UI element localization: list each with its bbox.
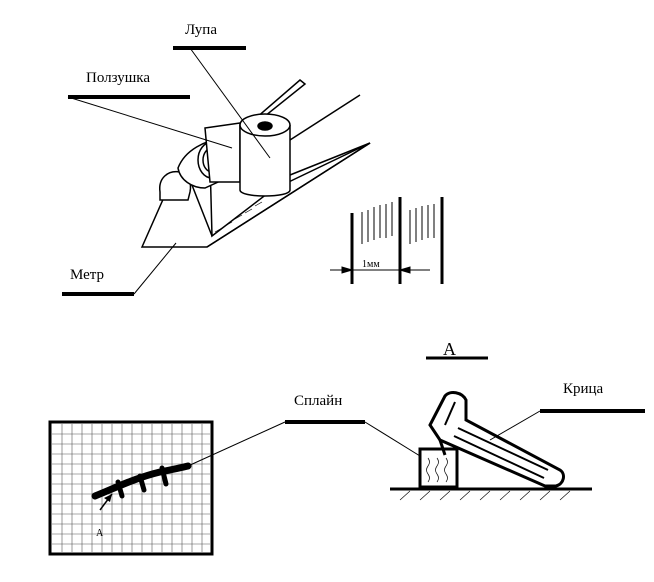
loupe-callout: Лупа	[173, 22, 271, 159]
meter-callout: Метр	[62, 242, 177, 296]
spline-curve	[91, 462, 192, 500]
meter-assembly	[140, 79, 371, 248]
slider-bracket	[204, 122, 241, 183]
loupe-body	[239, 125, 291, 197]
scale-ticks	[361, 202, 435, 244]
loupe-lens-icon	[257, 121, 273, 131]
arrow-left-icon	[341, 266, 354, 274]
view-a-title: А	[426, 339, 488, 360]
spline-section-block	[418, 447, 459, 489]
scale-detail: 1мм	[330, 197, 444, 284]
spline-label: Сплайн	[294, 393, 342, 409]
block-hatch	[426, 457, 448, 483]
arrow-right-icon	[398, 266, 411, 274]
slider-label: Ползушка	[86, 70, 150, 86]
spline-weights	[115, 465, 169, 499]
meter-hatch	[214, 201, 263, 233]
meter-label: Метр	[70, 267, 104, 283]
grid-board: А	[48, 420, 214, 556]
spline-callout: Сплайн	[187, 393, 421, 467]
ground-hatch	[399, 490, 571, 501]
scale-1mm-label: 1мм	[362, 259, 380, 270]
lid-callout: Крица	[489, 381, 645, 441]
grid-lines	[52, 424, 210, 552]
lid-label: Крица	[563, 381, 604, 397]
view-a-label: А	[443, 339, 456, 359]
slider-callout: Ползушка	[67, 70, 233, 149]
view-a-section	[390, 391, 592, 501]
loupe-label: Лупа	[185, 22, 217, 38]
detail-a-label: А	[96, 528, 104, 539]
arrow-up-icon	[104, 494, 112, 502]
